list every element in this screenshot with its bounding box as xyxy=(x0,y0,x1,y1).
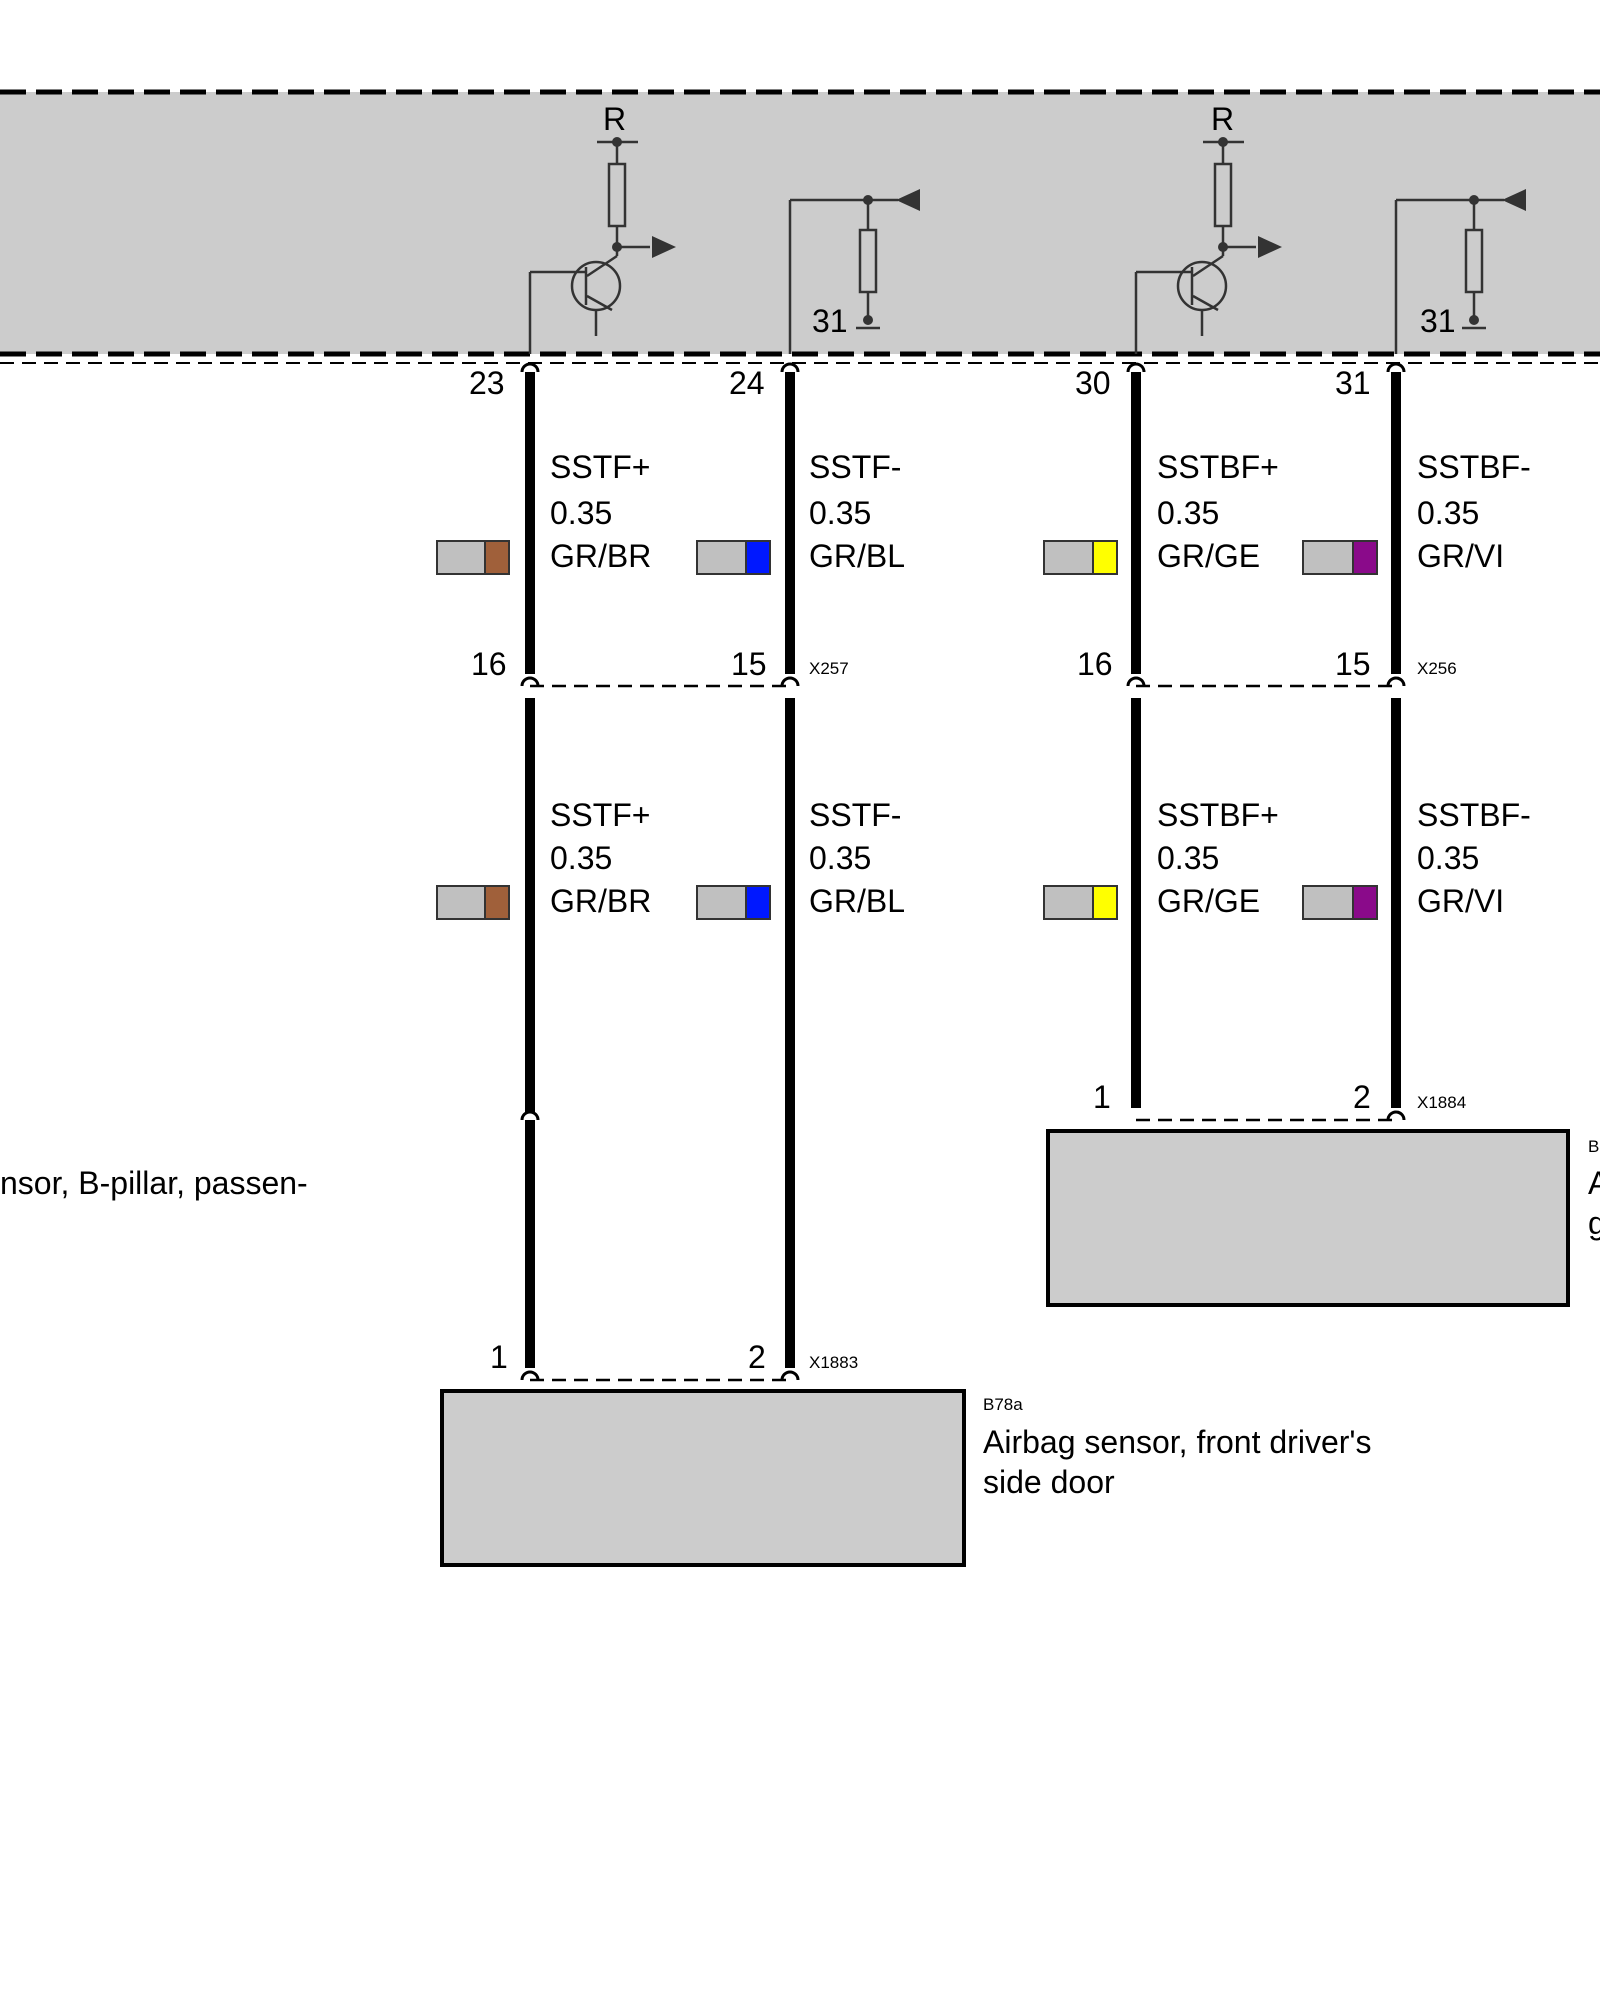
wire-label-upper-1: SSTF+ 0.35 GR/BR xyxy=(550,449,651,574)
wire-label-lower-1: SSTF+ 0.35 GR/BR xyxy=(550,797,651,919)
color-code-label: GR/VI xyxy=(1417,538,1504,574)
component-desc-right-line2: g xyxy=(1588,1205,1600,1241)
node-dot-2 xyxy=(863,195,873,205)
pin-24: 24 xyxy=(729,365,765,401)
color-code-label: GR/BL xyxy=(809,883,905,919)
color-swatch-upper-3 xyxy=(1043,540,1118,575)
component-box-right xyxy=(1046,1129,1570,1307)
size-label: 0.35 xyxy=(1417,840,1479,876)
size-label: 0.35 xyxy=(550,495,612,531)
component-id-b78a: B78a xyxy=(983,1395,1023,1414)
connector-id-x1884: X1884 xyxy=(1417,1093,1466,1112)
resistor-label-r-1: R xyxy=(603,101,626,137)
node-dots-1 xyxy=(612,137,622,252)
pin-31: 31 xyxy=(1335,365,1371,401)
transistor-circuit-2 xyxy=(1134,140,1282,354)
color-swatch-lower-3 xyxy=(1043,885,1118,920)
signal-label: SSTF+ xyxy=(550,449,650,485)
color-swatch-lower-1 xyxy=(436,885,510,920)
color-swatch-upper-2 xyxy=(696,540,771,575)
signal-label: SSTBF+ xyxy=(1157,797,1279,833)
pin-23: 23 xyxy=(469,365,505,401)
component-desc-line2: side door xyxy=(983,1464,1115,1500)
signal-label: SSTBF- xyxy=(1417,797,1531,833)
x257-pin-15: 15 xyxy=(731,646,767,682)
signal-label: SSTF+ xyxy=(550,797,650,833)
wire-label-upper-3: SSTBF+ 0.35 GR/GE xyxy=(1157,449,1279,574)
ground-dot-2 xyxy=(1469,315,1479,325)
color-swatch-upper-1 xyxy=(436,540,510,575)
color-code-label: GR/GE xyxy=(1157,538,1260,574)
wire-label-lower-2: SSTF- 0.35 GR/BL xyxy=(809,797,905,919)
component-desc-line1: Airbag sensor, front driver's xyxy=(983,1424,1372,1460)
x256-pin-16: 16 xyxy=(1077,646,1113,682)
signal-label: SSTF- xyxy=(809,449,901,485)
pin-arcs xyxy=(520,362,1406,1381)
component-desc-right-line1: A xyxy=(1588,1165,1600,1201)
x1883-pin-2: 2 xyxy=(748,1339,766,1375)
wire-label-upper-2: SSTF- 0.35 GR/BL xyxy=(809,449,905,574)
x1884-pin-2: 2 xyxy=(1353,1079,1371,1115)
color-code-label: GR/BR xyxy=(550,883,651,919)
size-label: 0.35 xyxy=(1157,495,1219,531)
node-dots-3 xyxy=(1218,137,1228,252)
size-label: 0.35 xyxy=(809,840,871,876)
transistor-circuit-1 xyxy=(528,140,676,354)
wire-label-lower-3: SSTBF+ 0.35 GR/GE xyxy=(1157,797,1279,919)
connector-id-x257: X257 xyxy=(809,659,849,678)
signal-label: SSTBF+ xyxy=(1157,449,1279,485)
size-label: 0.35 xyxy=(809,495,871,531)
signal-label: SSTBF- xyxy=(1417,449,1531,485)
left-component-desc-partial: nsor, B-pillar, passen- xyxy=(0,1165,308,1201)
size-label: 0.35 xyxy=(1417,495,1479,531)
connector-id-x256: X256 xyxy=(1417,659,1457,678)
wires xyxy=(525,372,1401,1368)
pin-30: 30 xyxy=(1075,365,1111,401)
wire-label-lower-4: SSTBF- 0.35 GR/VI xyxy=(1417,797,1531,919)
x1883-pin-1: 1 xyxy=(490,1339,508,1375)
color-code-label: GR/GE xyxy=(1157,883,1260,919)
x257-pin-16: 16 xyxy=(471,646,507,682)
connector-id-x1883: X1883 xyxy=(809,1353,858,1372)
resistor-label-r-2: R xyxy=(1211,101,1234,137)
color-code-label: GR/BR xyxy=(550,538,651,574)
x256-pin-15: 15 xyxy=(1335,646,1371,682)
size-label: 0.35 xyxy=(550,840,612,876)
color-swatch-upper-4 xyxy=(1302,540,1378,575)
component-id-right-partial: B xyxy=(1588,1137,1599,1156)
control-unit-housing xyxy=(0,92,1600,354)
wire-label-upper-4: SSTBF- 0.35 GR/VI xyxy=(1417,449,1531,574)
color-swatch-lower-4 xyxy=(1302,885,1378,920)
ground-label-31-2: 31 xyxy=(1420,303,1456,339)
component-box-b78a xyxy=(440,1389,966,1567)
node-dot-4 xyxy=(1469,195,1479,205)
ground-label-31-1: 31 xyxy=(812,303,848,339)
color-swatch-lower-2 xyxy=(696,885,771,920)
x1884-pin-1: 1 xyxy=(1093,1079,1111,1115)
color-code-label: GR/VI xyxy=(1417,883,1504,919)
signal-label: SSTF- xyxy=(809,797,901,833)
color-code-label: GR/BL xyxy=(809,538,905,574)
size-label: 0.35 xyxy=(1157,840,1219,876)
ground-dot-1 xyxy=(863,315,873,325)
